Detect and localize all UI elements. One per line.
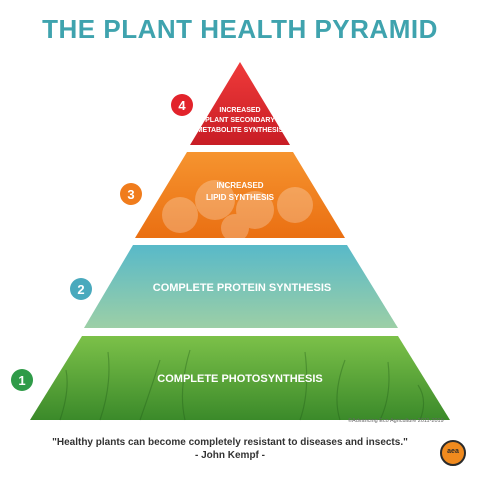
- tier-2-shape: [84, 245, 398, 328]
- tier-4-label-line-3: METABOLITE SYNTHESIS: [197, 127, 284, 134]
- tier-3-label-line-2: LIPID SYNTHESIS: [206, 193, 275, 202]
- pyramid-title: THE PLANT HEALTH PYRAMID: [42, 14, 438, 44]
- tier-2-number: 2: [77, 282, 84, 297]
- tier-3-label-line-1: INCREASED: [216, 181, 263, 190]
- quote-text: "Healthy plants can become completely re…: [52, 437, 408, 448]
- tier-4: INCREASED PLANT SECONDARY METABOLITE SYN…: [171, 62, 290, 145]
- tier-1-number-badge: [11, 369, 33, 391]
- tier-3: INCREASED LIPID SYNTHESIS 3: [120, 152, 345, 242]
- tier-4-label-line-1: INCREASED: [219, 107, 260, 114]
- tier-2-number-badge: [70, 278, 92, 300]
- tier-1-label: COMPLETE PHOTOSYNTHESIS: [157, 373, 322, 385]
- tier-2: COMPLETE PROTEIN SYNTHESIS 2: [70, 245, 398, 328]
- copyright-notice: ©Advancing Eco Agriculture 2011-2019: [348, 418, 444, 424]
- tier-4-number: 4: [178, 98, 186, 113]
- tier-1-grass-texture: [59, 349, 425, 421]
- tier-3-number: 3: [127, 187, 134, 202]
- quote-block: "Healthy plants can become completely re…: [30, 436, 430, 462]
- tier-3-texture: [162, 180, 313, 242]
- tier-1-shape: [30, 336, 450, 420]
- tier-4-number-badge: [171, 94, 193, 116]
- tier-3-number-badge: [120, 183, 142, 205]
- aea-logo-icon: aea: [440, 440, 466, 466]
- tier-1: COMPLETE PHOTOSYNTHESIS 1: [11, 336, 450, 421]
- tier-4-shape: [190, 62, 290, 145]
- quote-author: - John Kempf -: [195, 450, 265, 461]
- tier-2-label: COMPLETE PROTEIN SYNTHESIS: [153, 282, 331, 294]
- tier-4-label-line-2: PLANT SECONDARY: [205, 117, 275, 124]
- logo-text: aea: [447, 448, 459, 455]
- tier-3-shape: [135, 152, 345, 238]
- tier-1-number: 1: [18, 373, 25, 388]
